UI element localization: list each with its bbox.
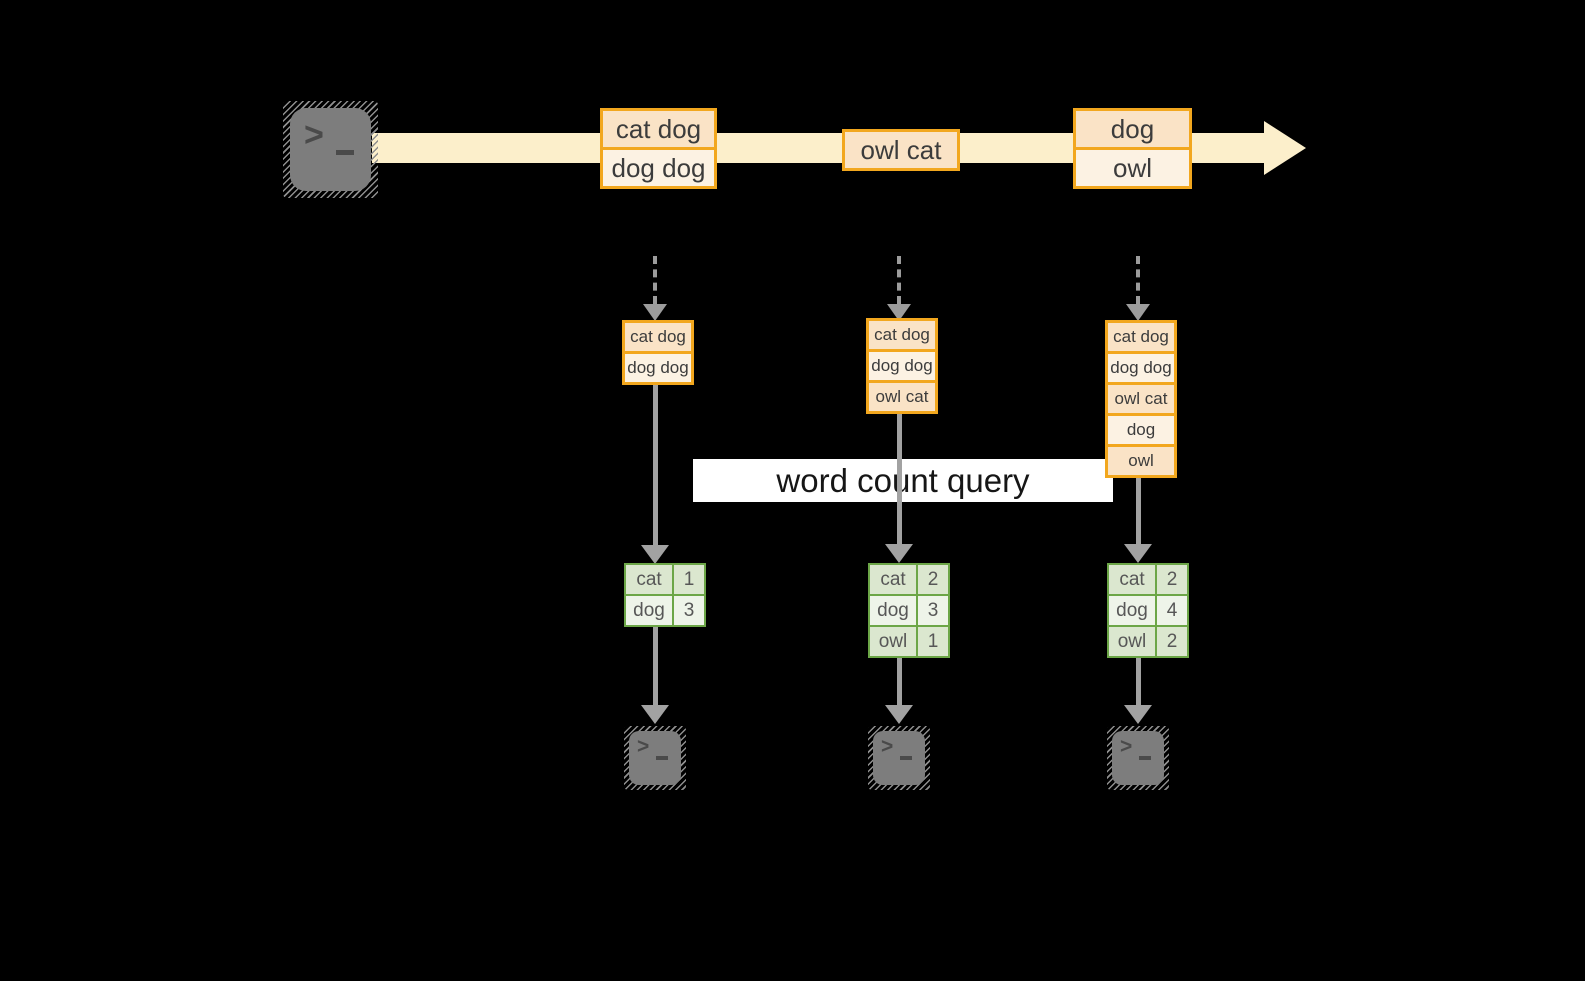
terminal-body: > (1112, 731, 1164, 785)
terminal-body: > (290, 108, 371, 191)
buffer-line: dog dog (625, 351, 691, 382)
terminal-icon: > (283, 101, 378, 198)
event-line: dog (1076, 111, 1189, 147)
prompt-icon: > (304, 116, 324, 154)
prompt-icon: > (881, 735, 894, 758)
event-line: owl cat (845, 132, 957, 168)
event-line: cat dog (603, 111, 714, 147)
event-line: dog dog (603, 147, 714, 186)
word-count-table: cat 2 dog 4 owl 2 (1107, 563, 1189, 658)
prompt-underscore-icon (336, 150, 354, 155)
stream-event-box: owl cat (842, 129, 960, 171)
buffer-line: cat dog (1108, 323, 1174, 351)
terminal-icon: > (1107, 726, 1169, 790)
word-cell: cat (1109, 565, 1155, 594)
arrow-shaft (652, 385, 658, 545)
arrow-head-icon (641, 545, 669, 564)
word-cell: dog (1109, 596, 1155, 625)
word-cell: dog (870, 596, 916, 625)
arrow-head-icon (1124, 544, 1152, 563)
buffer-line: cat dog (869, 321, 935, 349)
prompt-underscore-icon (656, 756, 668, 760)
prompt-underscore-icon (900, 756, 912, 760)
arrow-shaft (1135, 658, 1141, 705)
buffer-line: owl cat (1108, 382, 1174, 413)
dashed-arrow (643, 256, 667, 321)
query-arrow (1124, 478, 1152, 563)
arrow-shaft (896, 658, 902, 705)
word-count-table: cat 2 dog 3 owl 1 (868, 563, 950, 658)
count-cell: 1 (674, 565, 704, 594)
count-cell: 2 (918, 565, 948, 594)
arrow-shaft (653, 256, 657, 304)
prompt-icon: > (637, 735, 650, 758)
stream-event-box: cat dog dog dog (600, 108, 717, 189)
prompt-icon: > (1120, 735, 1133, 758)
arrow-head-icon (1126, 304, 1150, 321)
arrow-shaft (896, 414, 902, 544)
count-cell: 2 (1157, 627, 1187, 656)
word-count-table: cat 1 dog 3 (624, 563, 706, 627)
terminal-icon: > (868, 726, 930, 790)
count-cell: 3 (674, 596, 704, 625)
word-cell: cat (870, 565, 916, 594)
arrow-shaft (1135, 478, 1141, 544)
count-cell: 3 (918, 596, 948, 625)
buffer-line: owl (1108, 444, 1174, 475)
arrow-head-icon (885, 544, 913, 563)
arrow-head-icon (887, 304, 911, 321)
buffer-line: owl cat (869, 380, 935, 411)
word-cell: dog (626, 596, 672, 625)
stream-event-box: dog owl (1073, 108, 1192, 189)
buffer-stack: cat dog dog dog owl cat (866, 318, 938, 414)
arrow-shaft (1136, 256, 1140, 304)
arrow-head-icon (641, 705, 669, 724)
buffer-line: dog dog (1108, 351, 1174, 382)
query-arrow (885, 414, 913, 563)
sink-arrow (885, 658, 913, 724)
arrow-shaft (652, 627, 658, 705)
terminal-body: > (873, 731, 925, 785)
word-cell: cat (626, 565, 672, 594)
buffer-stack: cat dog dog dog owl cat dog owl (1105, 320, 1177, 478)
buffer-stack: cat dog dog dog (622, 320, 694, 385)
buffer-line: dog (1108, 413, 1174, 444)
query-arrow (641, 385, 669, 564)
arrow-shaft (897, 256, 901, 304)
word-cell: owl (870, 627, 916, 656)
count-cell: 1 (918, 627, 948, 656)
query-label: word count query (693, 459, 1113, 502)
buffer-line: dog dog (869, 349, 935, 380)
word-cell: owl (1109, 627, 1155, 656)
terminal-icon: > (624, 726, 686, 790)
stream-arrowhead-icon (1264, 121, 1306, 175)
arrow-head-icon (1124, 705, 1152, 724)
arrow-head-icon (885, 705, 913, 724)
terminal-body: > (629, 731, 681, 785)
buffer-line: cat dog (625, 323, 691, 351)
sink-arrow (641, 627, 669, 724)
count-cell: 4 (1157, 596, 1187, 625)
arrow-head-icon (643, 304, 667, 321)
dashed-arrow (887, 256, 911, 321)
sink-arrow (1124, 658, 1152, 724)
count-cell: 2 (1157, 565, 1187, 594)
dashed-arrow (1126, 256, 1150, 321)
event-line: owl (1076, 147, 1189, 186)
prompt-underscore-icon (1139, 756, 1151, 760)
